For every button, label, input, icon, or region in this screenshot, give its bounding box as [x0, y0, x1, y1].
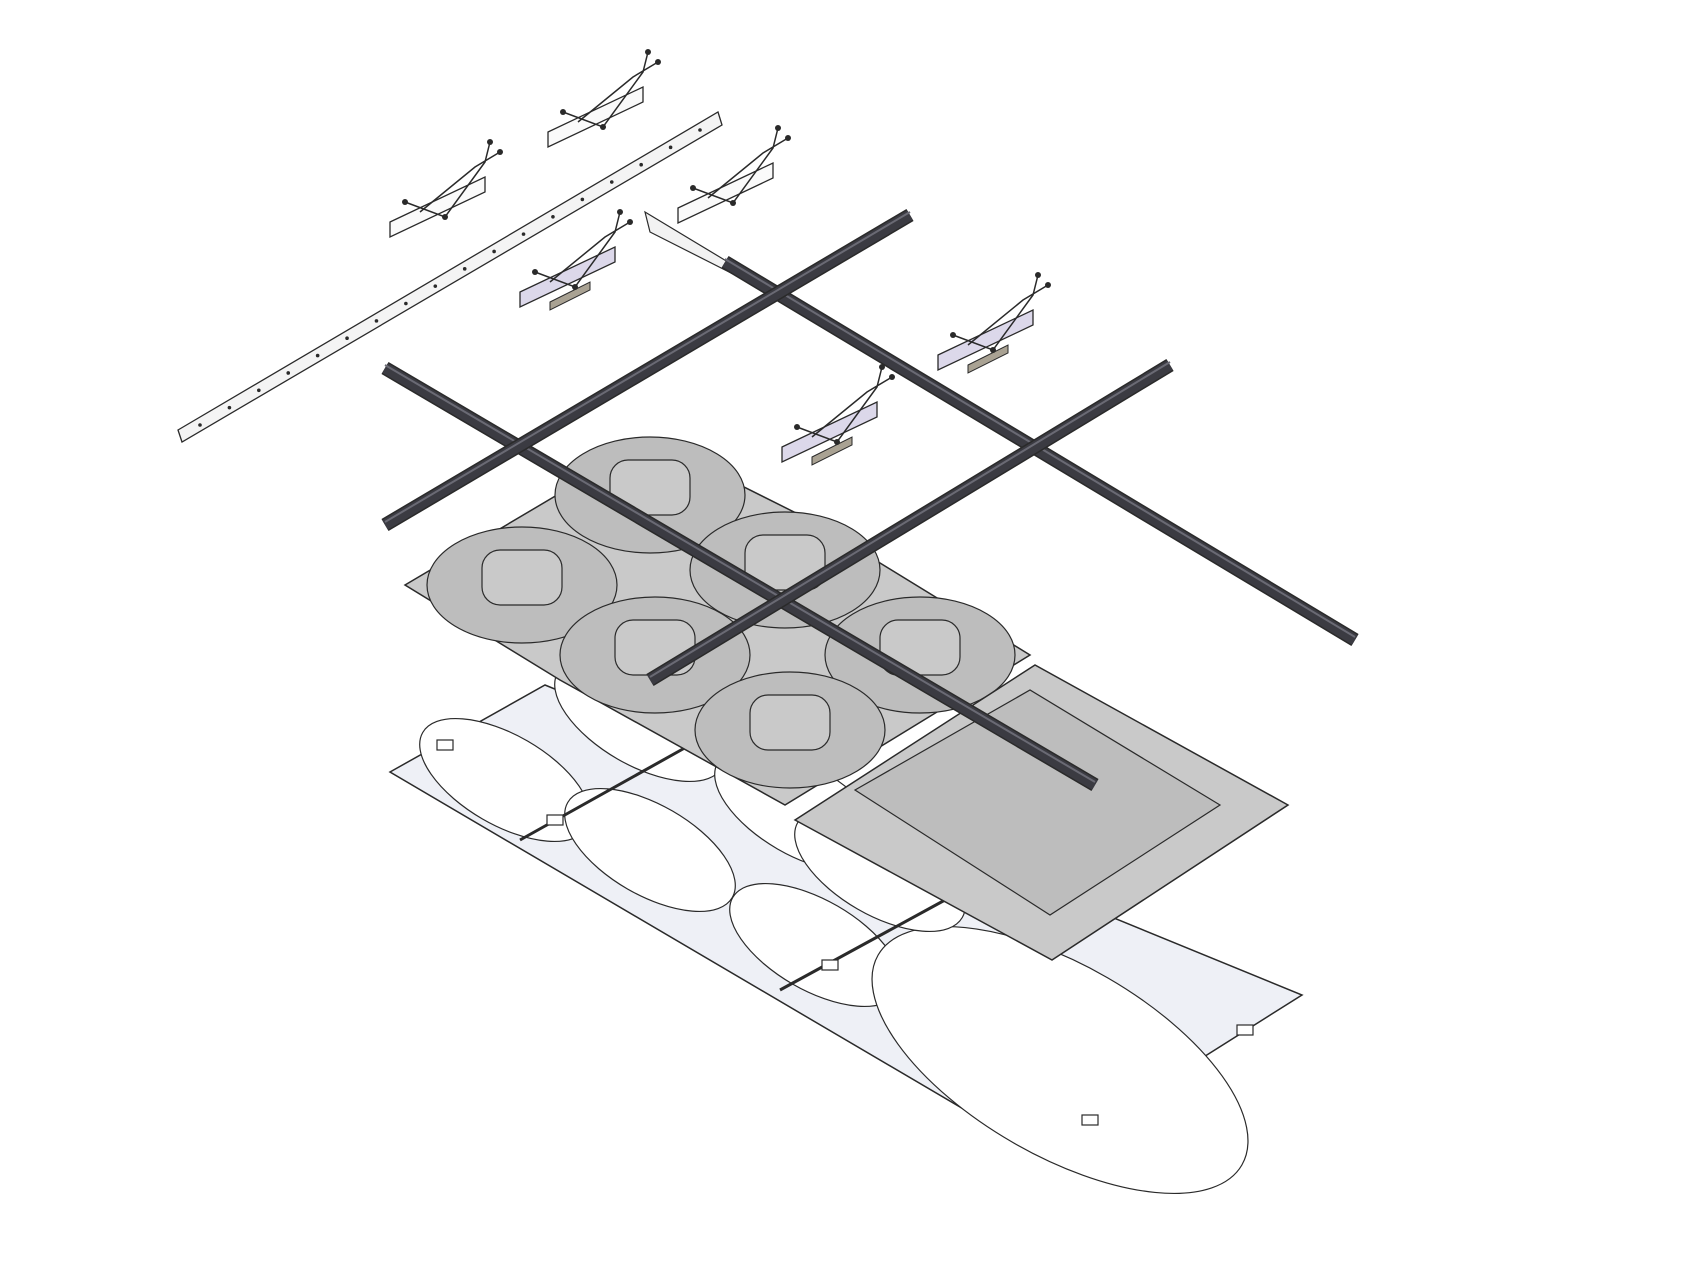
tile-dome — [426, 526, 618, 644]
wire-end — [627, 219, 633, 225]
wire-end — [794, 424, 800, 430]
wire-end — [600, 124, 606, 130]
rail-hole — [492, 249, 496, 254]
hanger-clip — [389, 139, 503, 239]
rail-hole — [521, 232, 526, 236]
hanger-clip — [937, 272, 1051, 374]
hanger-clip — [781, 364, 895, 466]
hanger-wire — [534, 211, 621, 288]
hanger-wire — [577, 61, 659, 123]
hanger-clip — [677, 125, 791, 225]
hanger-wire — [549, 221, 631, 283]
clip-plate — [547, 85, 644, 149]
clip-plate — [677, 161, 774, 225]
wire-end — [690, 185, 696, 191]
tile-dome — [554, 436, 746, 554]
bar-flange — [649, 361, 1171, 678]
rail-hole — [609, 180, 614, 184]
cross-tee-rear — [381, 208, 914, 532]
wire-end — [950, 332, 956, 338]
tile-dome — [689, 511, 881, 629]
large-tile-raised-panel — [853, 689, 1222, 916]
rail-hole — [404, 301, 408, 306]
dome-top — [744, 534, 826, 591]
rail-body — [177, 111, 723, 443]
dome-top — [481, 549, 563, 606]
rail-hole — [257, 388, 261, 393]
wire-end — [645, 49, 651, 55]
acoustic-tiles — [403, 436, 1290, 961]
hanger-wire — [796, 366, 883, 443]
hanger-wire — [707, 137, 789, 199]
rail-hole — [227, 405, 232, 410]
rail-hole — [639, 162, 643, 167]
tile-dome — [824, 596, 1016, 714]
clip-plate — [937, 308, 1034, 372]
wire-end — [785, 135, 791, 141]
frame-latch — [1081, 1114, 1099, 1126]
rail-hole — [462, 267, 467, 271]
hanger-wire — [692, 127, 779, 204]
wire-end — [572, 284, 578, 290]
wire-end — [497, 149, 503, 155]
clip-plate — [389, 175, 486, 239]
wire-end — [990, 347, 996, 353]
wire-end — [889, 374, 895, 380]
dome-top — [609, 459, 691, 516]
wire-end — [617, 209, 623, 215]
rail-hole — [315, 353, 320, 358]
main-tee-front — [381, 361, 1099, 792]
wire-end — [1045, 282, 1051, 288]
bar-body — [382, 363, 1098, 790]
bar-flange — [384, 211, 911, 523]
main-tee-light-end — [644, 210, 737, 277]
hanger-wire — [967, 284, 1049, 346]
frame-opening — [871, 926, 1249, 1194]
tile-dome — [559, 596, 751, 714]
hanger-clip — [547, 49, 661, 149]
wire-end — [560, 109, 566, 115]
rail-hole — [698, 128, 702, 132]
bar-body — [382, 210, 913, 530]
wire-end — [775, 125, 781, 131]
rail-hole — [551, 214, 555, 219]
wire-end — [402, 199, 408, 205]
rail-hole — [345, 336, 349, 341]
wire-end — [655, 59, 661, 65]
rail-hole — [286, 371, 291, 375]
hanger-wire — [419, 151, 501, 213]
wire-end — [1035, 272, 1041, 278]
rail-hole — [433, 284, 438, 288]
hanger-wire — [952, 274, 1039, 351]
wire-end — [834, 439, 840, 445]
clip-plate — [519, 245, 616, 309]
rail-hole — [668, 145, 673, 150]
cross-tee-front — [646, 359, 1174, 686]
hanger-clip — [519, 209, 633, 311]
wire-end — [730, 200, 736, 206]
wire-end — [532, 269, 538, 275]
frame-latch — [436, 739, 454, 751]
wall-angle-rail — [177, 111, 723, 443]
wire-end — [442, 214, 448, 220]
clip-plate — [781, 400, 878, 464]
frame-latch — [1236, 1024, 1254, 1036]
frame-divider — [779, 898, 946, 992]
frame-latch — [546, 814, 564, 826]
hanger-wire — [562, 51, 649, 128]
tile-dome — [694, 671, 886, 789]
hanger-wire — [811, 376, 893, 438]
bar-flange — [384, 364, 1096, 783]
wire-end — [487, 139, 493, 145]
wire-end — [879, 364, 885, 370]
rail-hole — [374, 319, 379, 323]
bar-body — [647, 360, 1173, 685]
frame-latch — [821, 959, 839, 971]
rail-hole — [580, 197, 585, 202]
hanger-wire — [404, 141, 491, 218]
dome-top — [749, 694, 831, 751]
rail-hole — [198, 423, 202, 427]
